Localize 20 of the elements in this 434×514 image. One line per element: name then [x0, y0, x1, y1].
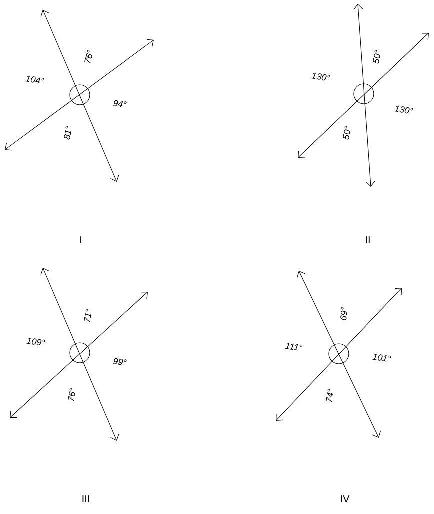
angle-label: 50°: [343, 126, 350, 140]
angle-label: 111°: [285, 343, 303, 351]
angle-label: 81°: [64, 126, 72, 140]
angle-label: 50°: [373, 50, 380, 64]
angle-label: 104°: [26, 76, 44, 84]
angle-label: 130°: [312, 72, 330, 81]
angle-label: 130°: [394, 106, 414, 114]
figure-number: II: [366, 236, 370, 244]
figure-number: IV: [341, 496, 350, 502]
angle-label: 99°: [113, 358, 127, 366]
angle-label: 101°: [372, 354, 392, 362]
figure-number: I: [80, 236, 82, 244]
angle-label: 94°: [113, 100, 127, 108]
angle-label: 74°: [326, 389, 334, 402]
angle-label: 76°: [84, 50, 92, 64]
angle-label: 76°: [68, 388, 76, 402]
figure-number: III: [82, 496, 90, 502]
angle-label: 69°: [340, 307, 348, 320]
angle-label: 109°: [26, 338, 46, 346]
angle-label: 71°: [84, 309, 92, 322]
